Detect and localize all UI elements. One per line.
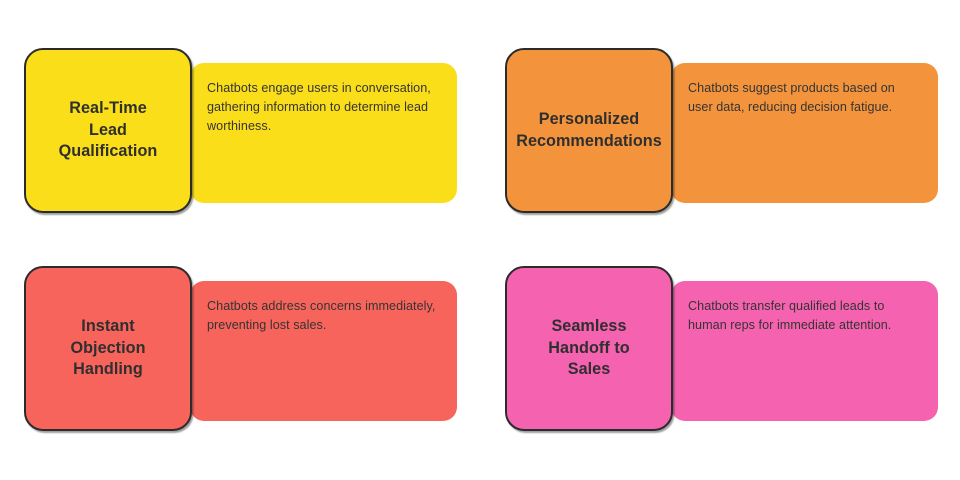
card-body-panel: Chatbots engage users in conversation, g… [190,63,457,203]
feature-card-instant-objection-handling[interactable]: Chatbots address concerns immediately, p… [24,266,457,431]
card-body-text: Chatbots transfer qualified leads to hum… [688,299,892,333]
card-body-text: Chatbots suggest products based on user … [688,81,895,115]
card-body-text: Chatbots engage users in conversation, g… [207,81,431,134]
card-header-tab[interactable]: Real-Time Lead Qualification [24,48,192,213]
feature-card-personalized-recommendations[interactable]: Chatbots suggest products based on user … [505,48,938,213]
card-body-panel: Chatbots transfer qualified leads to hum… [671,281,938,421]
card-body-text: Chatbots address concerns immediately, p… [207,299,436,333]
card-body-panel: Chatbots suggest products based on user … [671,63,938,203]
card-header-tab[interactable]: Seamless Handoff to Sales [505,266,673,431]
card-header-title: Seamless Handoff to Sales [548,317,630,379]
card-header-title: Instant Objection Handling [70,317,146,379]
card-header-tab[interactable]: Personalized Recommendations [505,48,673,213]
card-header-title: Personalized Recommendations [516,110,662,150]
card-header-title: Real-Time Lead Qualification [58,99,158,161]
card-body-panel: Chatbots address concerns immediately, p… [190,281,457,421]
feature-card-seamless-handoff-to-sales[interactable]: Chatbots transfer qualified leads to hum… [505,266,938,431]
feature-card-real-time-lead-qualification[interactable]: Chatbots engage users in conversation, g… [24,48,457,213]
card-header-tab[interactable]: Instant Objection Handling [24,266,192,431]
